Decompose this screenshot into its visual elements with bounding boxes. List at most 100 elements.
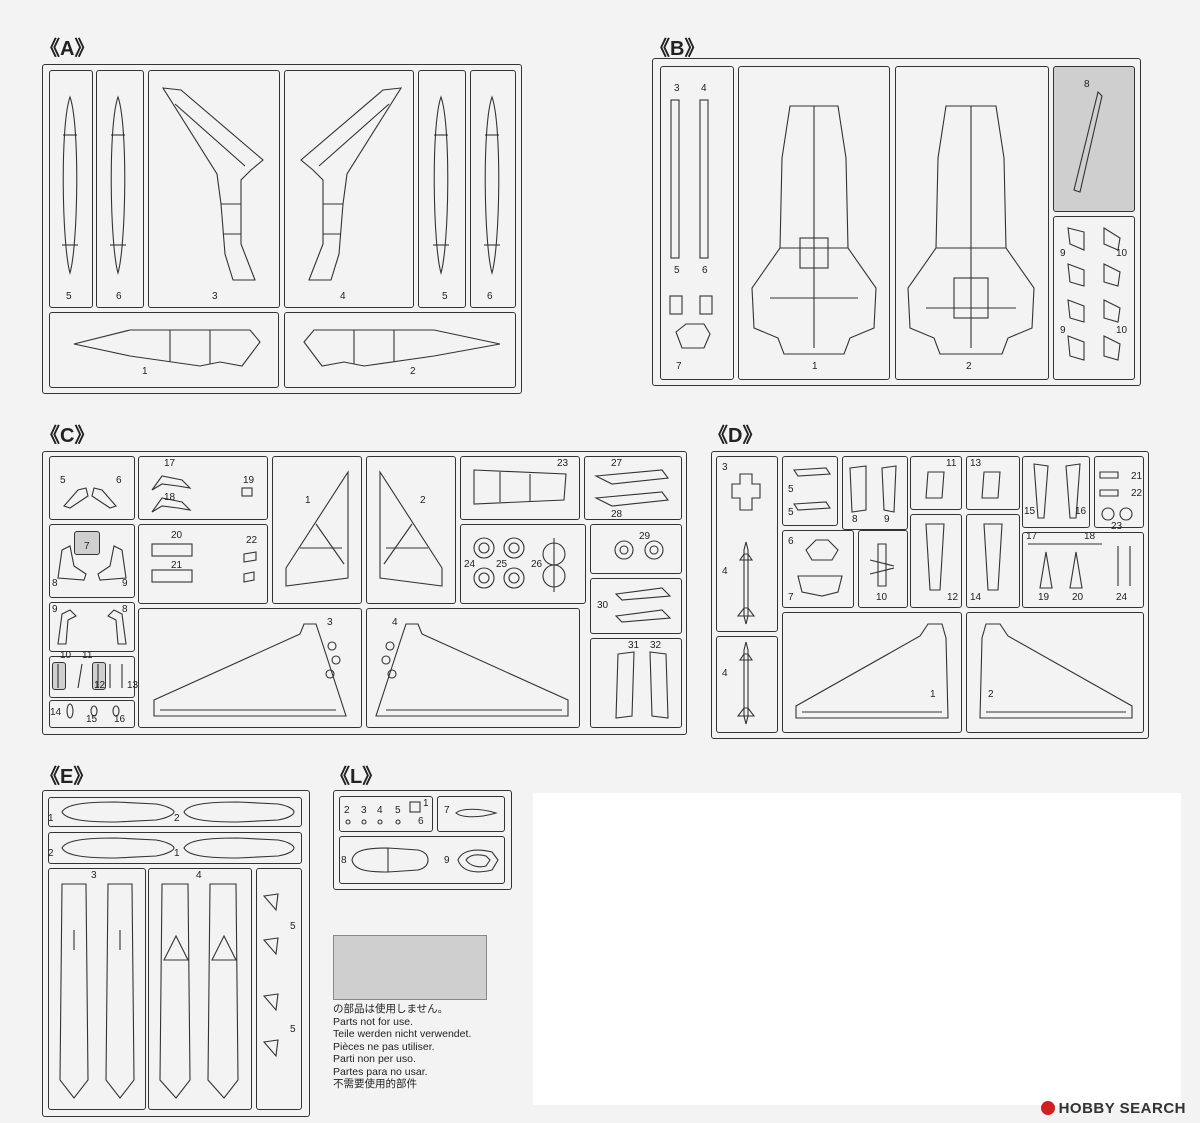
stabilizer-part-c4 [375, 623, 569, 717]
part-number-b8: 8 [1084, 79, 1090, 90]
cell-b2 [895, 66, 1049, 380]
part-number-d14: 14 [970, 592, 982, 603]
cell-l7 [437, 796, 505, 832]
part-number-c19: 19 [243, 475, 255, 486]
strut-part-d10 [869, 543, 895, 587]
hobby-search-logo-icon [1040, 1101, 1055, 1115]
canopy-part-l8 [351, 847, 429, 873]
cell-b8-unused [1053, 66, 1135, 212]
part-number-a6-left: 6 [116, 291, 122, 302]
part-number-c1: 1 [305, 495, 311, 506]
part-number-e2-upper: 2 [174, 813, 180, 824]
section-d-title: 《D》 [708, 425, 763, 447]
sprue-frame-e [42, 790, 310, 1117]
tank-parts-e4 [159, 883, 239, 1099]
section-c-title: 《C》 [40, 425, 95, 447]
part-number-b9-top: 9 [1060, 248, 1066, 259]
cell-c17-19 [138, 456, 268, 520]
cell-c30 [590, 578, 682, 634]
watermark: HOBBY SEARCH [1040, 1100, 1186, 1117]
part-number-e1-lower: 1 [174, 848, 180, 859]
cell-d15-16 [1022, 456, 1090, 528]
part-number-d10: 10 [876, 592, 888, 603]
part-number-d13: 13 [970, 458, 982, 469]
cell-d14 [966, 514, 1020, 608]
strut-parts-c5-6 [63, 487, 117, 509]
part-number-c15: 15 [86, 714, 98, 725]
door-parts-c30 [614, 587, 672, 623]
part-number-c11: 11 [82, 650, 93, 661]
fuselage-part-b1 [751, 105, 877, 355]
part-number-c26: 26 [531, 559, 543, 570]
cell-e3 [48, 868, 146, 1110]
part-number-d6: 6 [788, 536, 794, 547]
strut-parts-c17-18 [151, 475, 192, 513]
panel-part-d11 [925, 471, 945, 499]
cell-a4 [284, 70, 414, 308]
pylon-parts-c27-28 [594, 469, 670, 507]
section-b-title: 《B》 [650, 38, 705, 60]
part-number-c27: 27 [611, 458, 623, 469]
cell-d1 [782, 612, 962, 733]
part-number-d24: 24 [1116, 592, 1128, 603]
panel-parts-c20-21 [151, 543, 257, 583]
blank-area [533, 793, 1181, 1105]
part-number-c25: 25 [496, 559, 508, 570]
part-number-c21: 21 [171, 560, 183, 571]
part-number-b2: 2 [966, 361, 972, 372]
cell-d4-lower [716, 636, 778, 733]
part-number-d5-lower: 5 [788, 507, 794, 518]
cell-a5-left [49, 70, 93, 308]
wheel-parts-c24-26 [473, 537, 566, 592]
cell-c4 [366, 608, 580, 728]
cell-d3-4 [716, 456, 778, 632]
panel-part-d14 [983, 523, 1003, 591]
cell-d12 [910, 514, 962, 608]
cross-part-d3 [731, 473, 761, 511]
part-number-d18: 18 [1084, 531, 1096, 542]
cell-c10-13 [49, 656, 135, 698]
part-number-e1-upper: 1 [48, 813, 54, 824]
cell-d21-23 [1094, 456, 1144, 528]
part-number-d21: 21 [1131, 471, 1143, 482]
cell-c14-16 [49, 700, 135, 728]
panel-part-d12 [925, 523, 945, 591]
seat-parts-d5 [793, 467, 831, 511]
small-parts-d17-24 [1028, 543, 1131, 589]
legend-line-spanish: Partes para no usar. [333, 1065, 428, 1078]
sprue-frame-l [333, 790, 512, 890]
legend-line-english: Parts not for use. [333, 1015, 413, 1028]
part-number-b3: 3 [674, 83, 680, 94]
cell-d10 [858, 530, 908, 608]
part-number-c6: 6 [116, 475, 122, 486]
cell-d5 [782, 456, 838, 526]
missile-part-d4-lower [736, 641, 756, 725]
part-number-d4-upper: 4 [722, 566, 728, 577]
section-l-title: 《L》 [330, 766, 383, 788]
part-number-c23: 23 [557, 458, 569, 469]
sprue-frame-d [711, 451, 1149, 739]
part-number-c22: 22 [246, 535, 258, 546]
cell-a2 [284, 312, 516, 388]
cell-c7-unused [74, 531, 100, 555]
part-number-a5-right: 5 [442, 291, 448, 302]
small-parts-c14-16 [66, 703, 120, 719]
cell-l8-9 [339, 836, 505, 884]
part-number-a6-right: 6 [487, 291, 493, 302]
cell-a6-left [96, 70, 144, 308]
panel-part-d13 [981, 471, 1001, 499]
legend-line-japanese: の部品は使用しません。 [333, 1003, 449, 1015]
gear-door-parts-c7-8-9 [57, 545, 127, 581]
wheel-parts-c29 [614, 540, 664, 560]
pod-parts-e2-1-lower [61, 837, 295, 859]
part-number-e2-lower: 2 [48, 848, 54, 859]
fin-part-c2 [379, 470, 443, 587]
part-number-d5-upper: 5 [788, 484, 794, 495]
cell-d8-9 [842, 456, 908, 530]
drop-tank-part-a5-left [62, 95, 78, 276]
part-number-l1: 1 [423, 798, 429, 809]
cell-d11 [910, 456, 962, 510]
part-number-c20: 20 [171, 530, 183, 541]
part-number-b10-top: 10 [1116, 248, 1128, 259]
cell-e4 [148, 868, 252, 1110]
